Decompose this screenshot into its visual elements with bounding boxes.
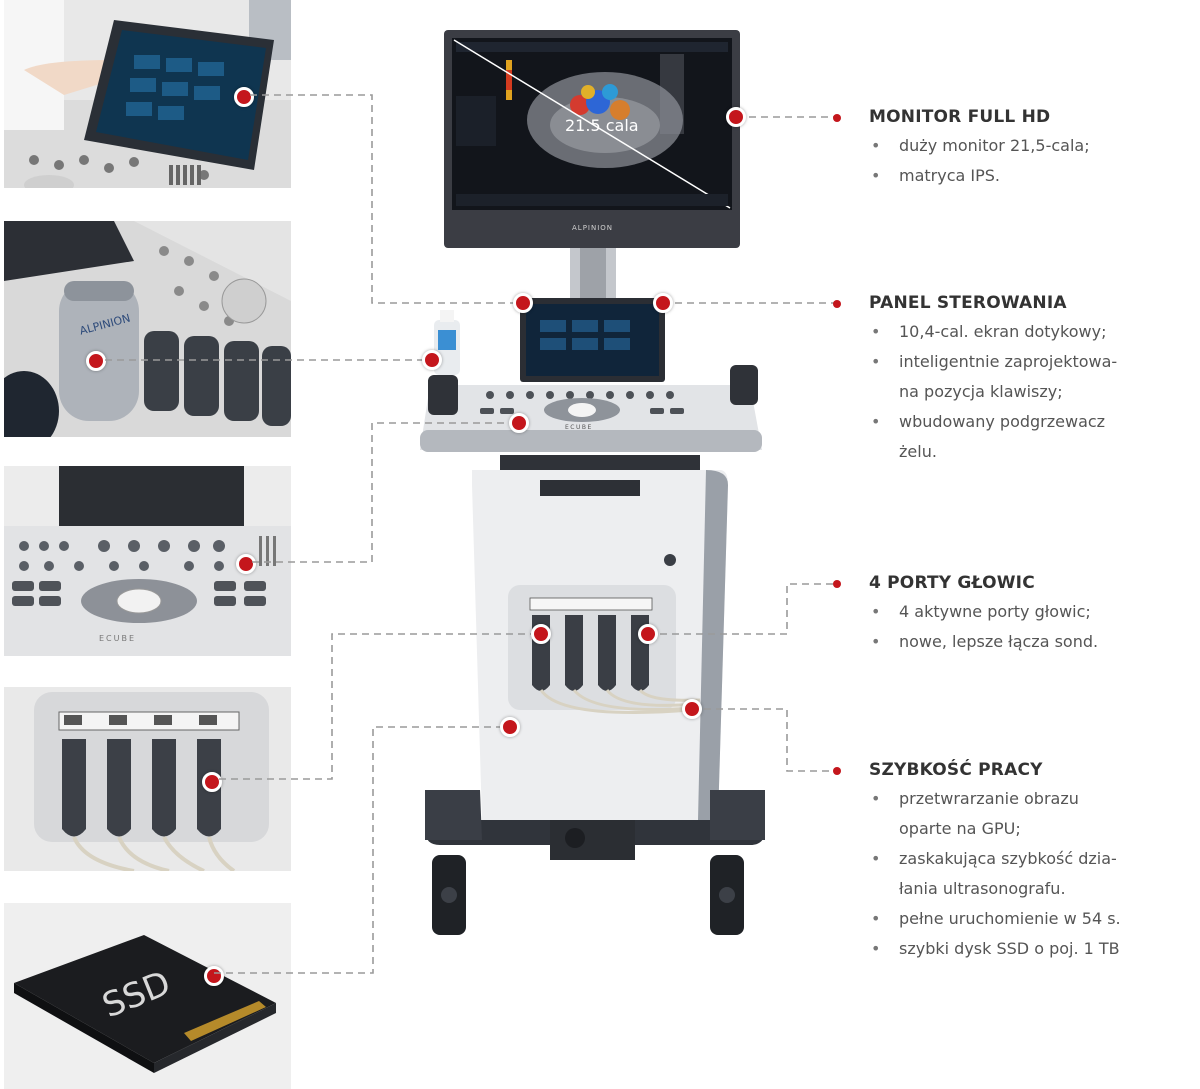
feature-probe-ports: 4 PORTY GŁOWIC 4 aktywne porty głowic; n… bbox=[869, 573, 1169, 657]
feature-item: inteligentnie zaprojektowa- bbox=[869, 347, 1169, 377]
feature-item: nowe, lepsze łącza sond. bbox=[869, 627, 1169, 657]
feature-item: matryca IPS. bbox=[869, 161, 1169, 191]
line-speed bbox=[692, 708, 837, 772]
feature-item: zaskakująca szybkość dzia- bbox=[869, 844, 1169, 874]
keyboard-thumbnail: ECUBE bbox=[4, 466, 291, 656]
touchscreen-thumbnail bbox=[4, 0, 291, 188]
panel-logo: ECUBE bbox=[565, 424, 593, 431]
gel-warmer-device-marker[interactable] bbox=[422, 350, 442, 370]
monitor-title-dot bbox=[833, 114, 841, 122]
ssd-illustration: SSD bbox=[4, 903, 291, 1089]
panel-title-dot bbox=[833, 300, 841, 308]
monitor-size-text: 21.5 cala bbox=[565, 116, 639, 135]
gel-warmer-illustration: ALPINION bbox=[4, 221, 291, 437]
ports-title-dot bbox=[833, 580, 841, 588]
monitor-brand-text: ALPINION bbox=[572, 224, 613, 232]
line-keyboard bbox=[252, 422, 518, 563]
keyboard-marker[interactable] bbox=[236, 554, 256, 574]
port-left-marker[interactable] bbox=[531, 624, 551, 644]
feature-title: SZYBKOŚĆ PRACY bbox=[869, 760, 1043, 780]
panel-logo-text: ECUBE bbox=[99, 634, 136, 643]
ssd-thumbnail: SSD bbox=[4, 903, 291, 1089]
line-probe-ports-left bbox=[219, 633, 540, 780]
gel-warmer-marker[interactable] bbox=[86, 351, 106, 371]
line-touchscreen bbox=[250, 94, 522, 304]
probe-ports-marker[interactable] bbox=[202, 772, 222, 792]
ultrasound-device-illustration: 21.5 cala ALPINION ECUBE bbox=[420, 30, 765, 935]
feature-title: MONITOR FULL HD bbox=[869, 107, 1051, 127]
feature-item: duży monitor 21,5-cala; bbox=[869, 131, 1169, 161]
feature-title: PANEL STEROWANIA bbox=[869, 293, 1067, 313]
feature-monitor: MONITOR FULL HD duży monitor 21,5-cala; … bbox=[869, 107, 1169, 191]
ssd-marker[interactable] bbox=[204, 966, 224, 986]
monitor-marker[interactable] bbox=[726, 107, 746, 127]
feature-item: oparte na GPU; bbox=[899, 819, 1021, 838]
touchscreen-marker[interactable] bbox=[234, 87, 254, 107]
panel-device-marker[interactable] bbox=[653, 293, 673, 313]
line-ports bbox=[648, 583, 837, 635]
port-right-marker[interactable] bbox=[638, 624, 658, 644]
cable-marker[interactable] bbox=[682, 699, 702, 719]
feature-title: 4 PORTY GŁOWIC bbox=[869, 573, 1035, 593]
feature-item: 4 aktywne porty głowic; bbox=[869, 597, 1169, 627]
keyboard-device-marker[interactable] bbox=[509, 413, 529, 433]
body-marker[interactable] bbox=[500, 717, 520, 737]
gel-warmer-thumbnail: ALPINION bbox=[4, 221, 291, 437]
feature-item: 10,4-cal. ekran dotykowy; bbox=[869, 317, 1169, 347]
feature-control-panel: PANEL STEROWANIA 10,4-cal. ekran dotykow… bbox=[869, 293, 1169, 467]
feature-item: przetwrarzanie obrazu bbox=[869, 784, 1169, 814]
feature-item: żelu. bbox=[899, 442, 937, 461]
touchscreen-device-marker[interactable] bbox=[513, 293, 533, 313]
line-ssd bbox=[214, 726, 510, 974]
speed-title-dot bbox=[833, 767, 841, 775]
feature-item: na pozycja klawiszy; bbox=[899, 382, 1063, 401]
probe-ports-thumbnail bbox=[4, 687, 291, 871]
feature-speed: SZYBKOŚĆ PRACY przetwrarzanie obrazu opa… bbox=[869, 760, 1169, 964]
feature-item: pełne uruchomienie w 54 s. bbox=[869, 904, 1169, 934]
feature-item: łania ultrasonografu. bbox=[899, 879, 1066, 898]
feature-item: wbudowany podgrzewacz bbox=[869, 407, 1169, 437]
feature-item: szybki dysk SSD o poj. 1 TB bbox=[869, 934, 1169, 964]
